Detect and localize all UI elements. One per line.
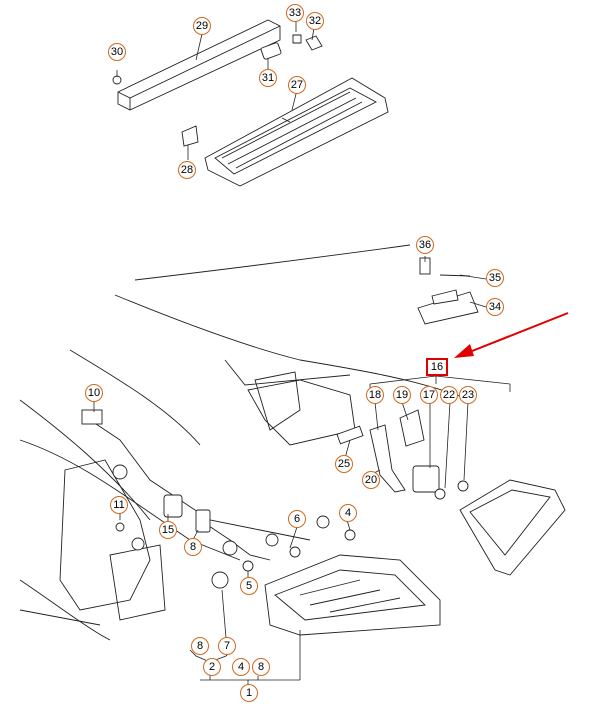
callout-10: 10 — [85, 384, 103, 402]
callout-22: 22 — [440, 386, 458, 404]
callout-18: 18 — [366, 386, 384, 404]
callout-35: 35 — [486, 269, 504, 287]
callout-34: 34 — [486, 298, 504, 316]
tail-light-outer — [264, 554, 441, 636]
callout-33: 33 — [286, 4, 304, 22]
callout-20: 20 — [362, 471, 380, 489]
callout-15: 15 — [159, 521, 177, 539]
callout-23: 23 — [459, 386, 477, 404]
wiring-harness — [81, 409, 364, 589]
callout-32: 32 — [306, 12, 324, 30]
callout-1: 1 — [240, 684, 258, 702]
tail-light-inner — [459, 479, 566, 576]
callout-17: 17 — [420, 386, 438, 404]
callout-6: 6 — [288, 510, 306, 528]
callout-7: 7 — [218, 637, 236, 655]
callout-27: 27 — [288, 76, 306, 94]
callout-16-highlighted: 16 — [426, 358, 448, 376]
callout-29: 29 — [193, 17, 211, 35]
callout-4b: 4 — [232, 658, 250, 676]
callout-11: 11 — [110, 496, 128, 514]
pointer-arrow — [454, 312, 569, 358]
callout-28: 28 — [178, 161, 196, 179]
brake-light-housing — [117, 19, 281, 111]
callout-8c: 8 — [252, 658, 270, 676]
callout-5: 5 — [240, 577, 258, 595]
leader-lines — [93, 20, 511, 694]
callout-36: 36 — [416, 236, 434, 254]
callout-2: 2 — [203, 658, 221, 676]
callout-8a: 8 — [184, 538, 202, 556]
small-parts-top — [112, 34, 323, 147]
license-plate-light — [417, 257, 479, 325]
lamp-holder-parts — [369, 409, 469, 500]
callout-25: 25 — [335, 455, 353, 473]
callout-4a: 4 — [339, 504, 357, 522]
callout-8b: 8 — [191, 637, 209, 655]
callout-30: 30 — [108, 43, 126, 61]
cover-seal-27 — [204, 77, 389, 187]
callout-19: 19 — [393, 386, 411, 404]
callout-31: 31 — [259, 69, 277, 87]
